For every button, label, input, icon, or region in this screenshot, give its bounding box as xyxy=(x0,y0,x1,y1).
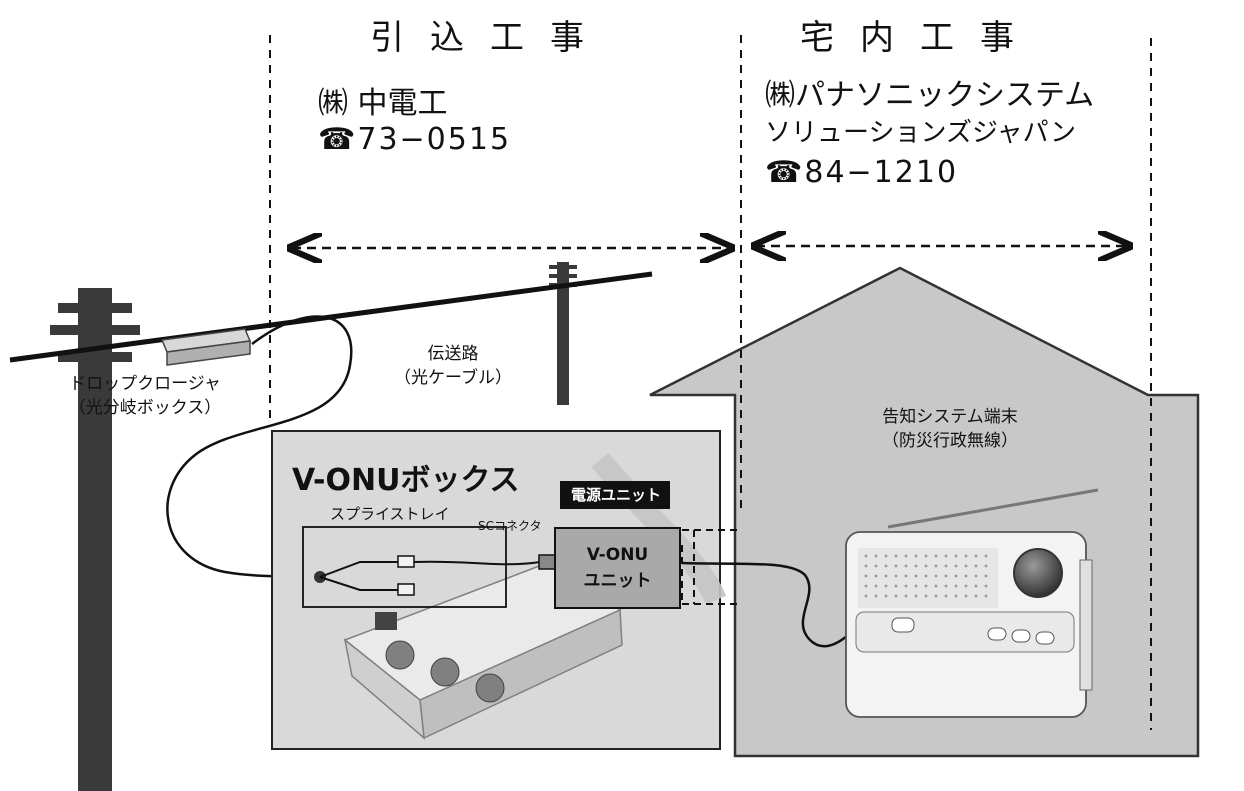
transmission-line-label-line2: （光ケーブル） xyxy=(394,368,512,388)
indoor-phone: ☎84−1210 xyxy=(765,155,959,190)
indoor-company-line2: ソリューションズジャパン xyxy=(765,118,1076,148)
sc-connector xyxy=(538,554,556,570)
indoor-cable xyxy=(681,561,859,648)
drop-closure-label-line2: （光分岐ボックス） xyxy=(68,398,222,418)
drop-closure-label-line1: ドロップクロージャ xyxy=(69,374,221,394)
splice-sleeve-lower xyxy=(397,583,415,596)
service-drop-company: ㈱ 中電工 xyxy=(318,86,448,121)
terminal-label: 告知システム端末 （防災行政無線） xyxy=(870,405,1030,453)
splice-tray-label: スプライストレイ xyxy=(330,505,450,523)
indoor-company-line1: ㈱パナソニックシステム xyxy=(765,78,1095,113)
v-onu-unit-label-line2: ユニット xyxy=(583,571,652,591)
sc-connector-label: SCコネクタ xyxy=(478,519,542,533)
power-unit-label: 電源ユニット xyxy=(570,486,661,504)
terminal-label-line1: 告知システム端末 xyxy=(882,407,1018,427)
v-onu-unit-label-line1: V-ONU xyxy=(586,545,649,565)
drop-closure-box xyxy=(160,328,252,366)
overhead-fiber-cable xyxy=(9,271,653,363)
service-drop-phone: ☎73−0515 xyxy=(318,122,512,157)
terminal-label-line2: （防災行政無線） xyxy=(882,431,1018,451)
splice-tray xyxy=(302,526,507,608)
volume-knob xyxy=(1013,548,1063,598)
splice-sleeve-upper xyxy=(397,555,415,568)
v-onu-unit-box xyxy=(554,527,681,609)
onu-dashed-connector xyxy=(681,529,741,605)
transmission-line-label-line1: 伝送路 xyxy=(427,344,479,364)
v-onu-unit-label: V-ONU ユニット xyxy=(555,542,680,594)
service-drop-heading: 引込工事 xyxy=(370,18,610,58)
drop-fiber-cable xyxy=(166,315,353,579)
power-unit-box xyxy=(560,481,670,509)
notification-terminal-device xyxy=(845,488,1099,718)
left-utility-pole xyxy=(50,288,140,791)
indoor-work-heading: 宅内工事 xyxy=(800,18,1040,58)
drop-closure-label: ドロップクロージャ （光分岐ボックス） xyxy=(40,372,250,420)
onu-box-title: V-ONUボックス xyxy=(292,463,520,498)
transmission-line-label: 伝送路 （光ケーブル） xyxy=(378,342,528,390)
